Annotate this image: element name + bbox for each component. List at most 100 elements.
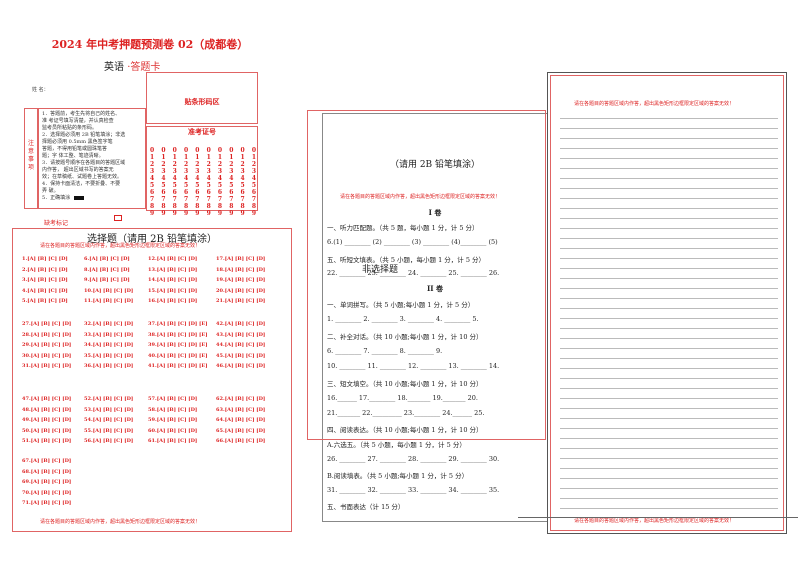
admit-digit-bubble[interactable]: 7 [206, 196, 211, 203]
admit-digit-bubble[interactable]: 9 [172, 210, 177, 217]
admit-digit-bubble[interactable]: 7 [195, 196, 200, 203]
choice-question[interactable]: 49.[A] [B] [C] [D] [22, 417, 72, 423]
admit-digit-bubble[interactable]: 8 [229, 203, 234, 210]
admit-digit-bubble[interactable]: 9 [195, 210, 200, 217]
choice-question[interactable]: 15.[A] [B] [C] [D] [148, 287, 198, 294]
admit-digit-bubble[interactable]: 2 [251, 161, 256, 168]
choice-question[interactable]: 46.[A] [B] [C] [D] [216, 363, 266, 369]
writing-line[interactable] [560, 148, 778, 149]
admit-digit-bubble[interactable]: 9 [251, 210, 256, 217]
admit-digit-bubble[interactable]: 4 [161, 175, 166, 182]
admit-digit-bubble[interactable]: 7 [150, 196, 155, 203]
choice-question[interactable]: 12.[A] [B] [C] [D] [148, 256, 198, 262]
admit-digit-bubble[interactable]: 0 [183, 147, 189, 154]
choice-question[interactable]: 63.[A] [B] [C] [D] [216, 406, 266, 413]
admit-digit-bubble[interactable]: 3 [240, 168, 245, 175]
choice-question[interactable]: 6.[A] [B] [C] [D] [84, 256, 130, 262]
writing-line[interactable] [560, 208, 778, 209]
admit-digit-bubble[interactable]: 6 [161, 189, 166, 196]
choice-question[interactable]: 20.[A] [B] [C] [D] [216, 287, 266, 294]
choice-question[interactable]: 67.[A] [B] [C] [D] [22, 458, 72, 464]
admit-digit-bubble[interactable]: 4 [195, 175, 200, 182]
choice-question[interactable]: 43.[A] [B] [C] [D] [216, 331, 266, 338]
choice-question[interactable]: 45.[A] [B] [C] [D] [216, 352, 266, 359]
admit-digit-bubble[interactable]: 6 [251, 189, 256, 196]
choice-question[interactable]: 27.[A] [B] [C] [D] [22, 321, 72, 327]
choice-question[interactable]: 41.[A] [B] [C] [D] [E] [148, 363, 208, 369]
admit-digit-bubble[interactable]: 3 [183, 168, 189, 175]
choice-question[interactable]: 53.[A] [B] [C] [D] [84, 406, 134, 413]
admit-digit-bubble[interactable]: 6 [229, 189, 234, 196]
admit-digit-bubble[interactable]: 1 [206, 154, 211, 161]
writing-line[interactable] [560, 118, 778, 119]
admit-digit-bubble[interactable]: 9 [161, 210, 166, 217]
writing-line[interactable] [560, 158, 778, 159]
choice-question[interactable]: 42.[A] [B] [C] [D] [216, 321, 266, 327]
choice-question[interactable]: 55.[A] [B] [C] [D] [84, 427, 134, 434]
writing-line[interactable] [560, 498, 778, 499]
writing-line[interactable] [560, 168, 778, 169]
choice-question[interactable]: 37.[A] [B] [C] [D] [E] [148, 321, 208, 327]
choice-question[interactable]: 5.[A] [B] [C] [D] [22, 298, 68, 304]
choice-question[interactable]: 29.[A] [B] [C] [D] [22, 342, 72, 348]
choice-question[interactable]: 40.[A] [B] [C] [D] [E] [148, 352, 208, 359]
admit-digit-bubble[interactable]: 8 [150, 203, 155, 210]
choice-question[interactable]: 17.[A] [B] [C] [D] [216, 256, 266, 262]
choice-question[interactable]: 69.[A] [B] [C] [D] [22, 479, 72, 485]
writing-line[interactable] [560, 438, 778, 439]
admit-digit-bubble[interactable]: 7 [172, 196, 177, 203]
writing-line[interactable] [560, 348, 778, 349]
admit-digit-bubble[interactable]: 0 [150, 147, 155, 154]
admit-digit-bubble[interactable]: 1 [161, 154, 166, 161]
choice-question[interactable]: 71.[A] [B] [C] [D] [22, 500, 72, 506]
admit-digit-bubble[interactable]: 3 [206, 168, 211, 175]
admit-digit-bubble[interactable]: 4 [217, 175, 223, 182]
admit-digit-bubble[interactable]: 5 [195, 182, 200, 189]
choice-question[interactable]: 21.[A] [B] [C] [D] [216, 298, 266, 304]
choice-question[interactable]: 19.[A] [B] [C] [D] [216, 277, 266, 283]
choice-question[interactable]: 34.[A] [B] [C] [D] [84, 342, 134, 348]
admit-digit-bubble[interactable]: 3 [172, 168, 177, 175]
writing-line[interactable] [560, 228, 778, 229]
choice-question[interactable]: 3.[A] [B] [C] [D] [22, 277, 68, 283]
writing-line[interactable] [560, 268, 778, 269]
admit-digit-bubble[interactable]: 3 [217, 168, 223, 175]
admit-digit-bubble[interactable]: 5 [229, 182, 234, 189]
admit-digit-bubble[interactable]: 2 [183, 161, 189, 168]
admit-digit-bubble[interactable]: 5 [161, 182, 166, 189]
choice-question[interactable]: 38.[A] [B] [C] [D] [E] [148, 331, 208, 338]
admit-digit-bubble[interactable]: 9 [183, 210, 189, 217]
admit-digit-bubble[interactable]: 4 [229, 175, 234, 182]
admit-digit-bubble[interactable]: 7 [183, 196, 189, 203]
choice-question[interactable]: 9.[A] [B] [C] [D] [84, 277, 130, 283]
choice-question[interactable]: 31.[A] [B] [C] [D] [22, 363, 72, 369]
writing-line[interactable] [560, 448, 778, 449]
choice-question[interactable]: 35.[A] [B] [C] [D] [84, 352, 134, 359]
choice-question[interactable]: 28.[A] [B] [C] [D] [22, 331, 72, 338]
choice-question[interactable]: 14.[A] [B] [C] [D] [148, 277, 198, 283]
admit-digit-bubble[interactable]: 2 [217, 161, 223, 168]
admit-digit-bubble[interactable]: 4 [251, 175, 256, 182]
choice-question[interactable]: 16.[A] [B] [C] [D] [148, 298, 198, 304]
writing-line[interactable] [560, 298, 778, 299]
choice-question[interactable]: 58.[A] [B] [C] [D] [148, 406, 198, 413]
admit-digit-bubble[interactable]: 6 [195, 189, 200, 196]
admit-digit-bubble[interactable]: 9 [217, 210, 223, 217]
writing-line[interactable] [560, 258, 778, 259]
admit-digit-bubble[interactable]: 2 [195, 161, 200, 168]
writing-line[interactable] [560, 218, 778, 219]
writing-line[interactable] [560, 188, 778, 189]
admit-digit-bubble[interactable]: 4 [150, 175, 155, 182]
writing-line[interactable] [560, 338, 778, 339]
writing-line[interactable] [560, 328, 778, 329]
writing-line[interactable] [560, 398, 778, 399]
choice-question[interactable]: 65.[A] [B] [C] [D] [216, 427, 266, 434]
writing-line[interactable] [560, 138, 778, 139]
writing-line[interactable] [560, 378, 778, 379]
